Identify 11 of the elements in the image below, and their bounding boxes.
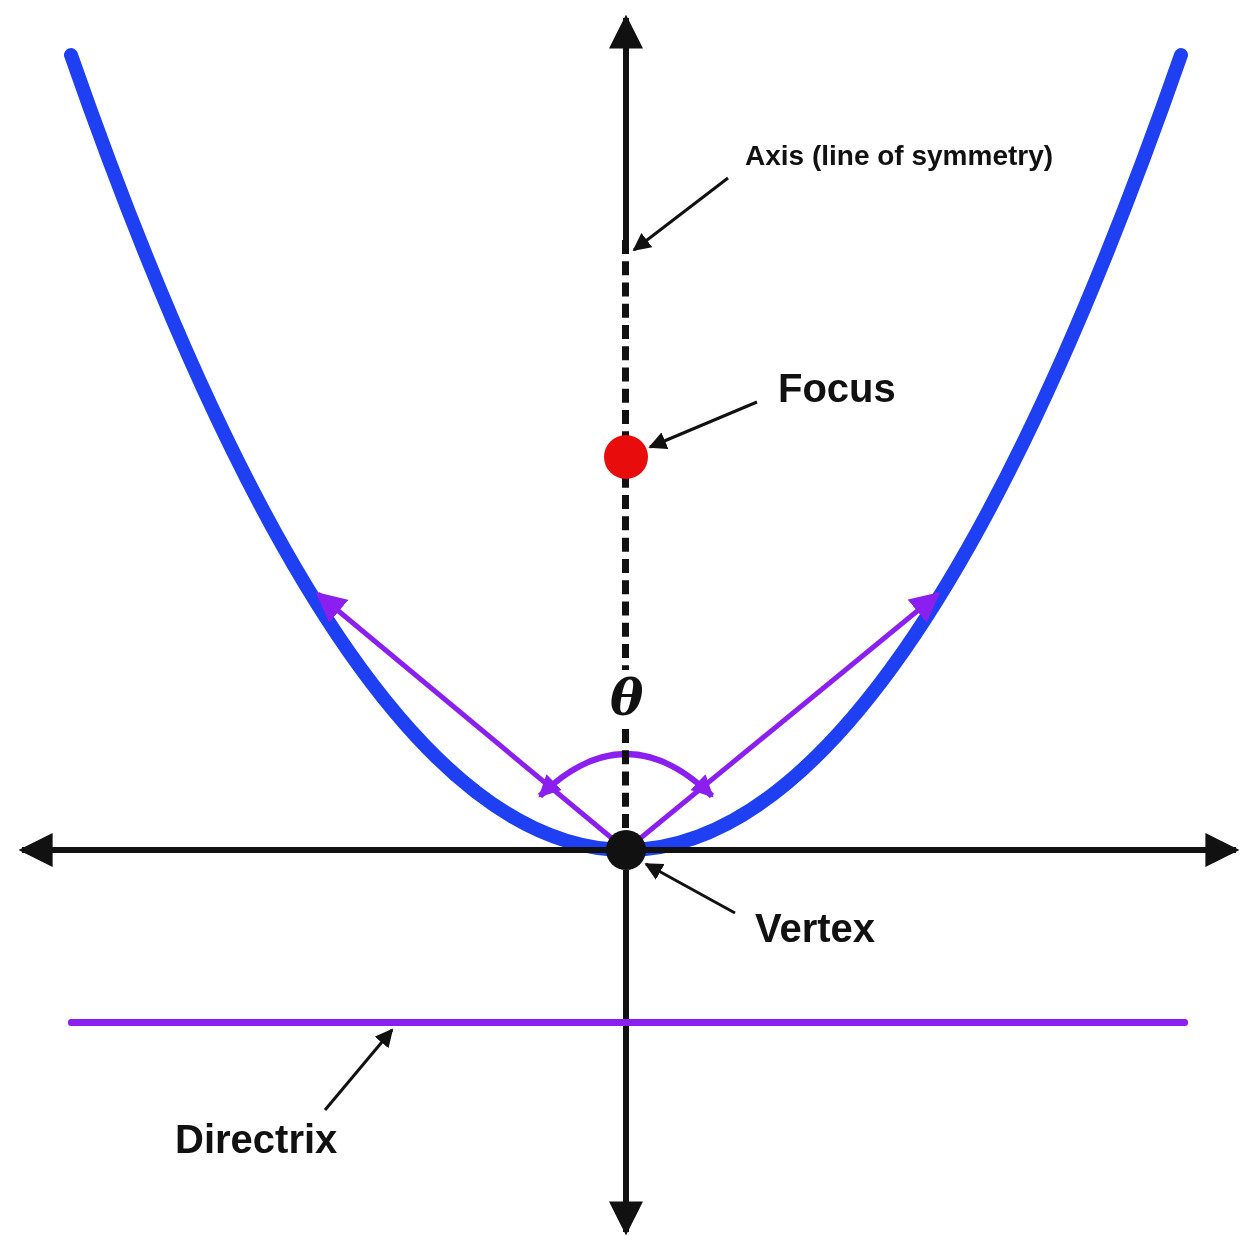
directrix-label: Directrix (175, 1113, 338, 1165)
leader-arrow (644, 862, 736, 915)
focus-point (604, 435, 648, 479)
leader-arrow (323, 1028, 394, 1111)
axis-label: Axis (line of symmetry) (745, 138, 1054, 175)
vertex-point (606, 830, 646, 870)
leader-arrow (632, 176, 729, 252)
vertex-label: Vertex (755, 902, 876, 954)
focus-label: Focus (778, 362, 896, 414)
directrix-line (68, 1019, 1188, 1026)
leader-arrow (648, 400, 758, 449)
